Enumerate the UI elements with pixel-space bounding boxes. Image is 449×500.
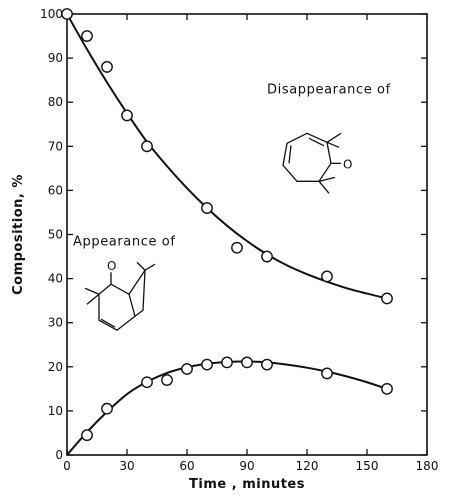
methyl-bonds (136, 261, 156, 271)
fit-curve-0 (66, 13, 388, 300)
fit-curve-1 (66, 360, 388, 456)
annotation-appearance: Appearance of (73, 235, 176, 250)
data-points (61, 8, 393, 442)
data-point (221, 356, 233, 369)
data-point (241, 356, 253, 369)
data-point (101, 61, 113, 73)
tick-labels: 0 30 60 90 120 150 180 0 10 20 30 40 50 60 70 80 90 100 (40, 7, 438, 473)
y-tick-label: 20 (48, 360, 63, 374)
data-point (101, 402, 113, 415)
data-point (201, 358, 213, 371)
x-tick-label: 90 (239, 459, 254, 473)
y-tick-label: 0 (55, 448, 63, 462)
y-axis-label: Composition, % (11, 174, 26, 295)
y-tick-label: 70 (48, 139, 63, 153)
oxygen-label: O (107, 259, 116, 273)
y-tick-label: 100 (40, 7, 63, 21)
annotation-disappearance: Disappearance of (267, 82, 391, 97)
y-tick-label: 10 (48, 404, 63, 418)
x-tick-label: 30 (119, 459, 134, 473)
data-point (161, 374, 173, 386)
axis-ticks (66, 13, 428, 456)
data-point (381, 292, 393, 305)
ring (282, 132, 332, 182)
data-point (201, 202, 213, 214)
ring (98, 283, 136, 331)
data-point (141, 376, 153, 389)
data-point (141, 140, 153, 153)
data-point (61, 8, 73, 20)
y-tick-label: 40 (48, 272, 63, 286)
structure-icon: O (84, 259, 156, 331)
methyl-bonds (318, 176, 336, 194)
data-point (261, 358, 273, 371)
x-tick-label: 180 (416, 459, 439, 473)
x-tick-label: 60 (179, 459, 194, 473)
structure-icon: O (282, 132, 352, 194)
methyl-bonds (84, 287, 100, 305)
data-point (81, 429, 93, 442)
bridge (128, 269, 146, 317)
y-tick-label: 90 (48, 51, 63, 65)
double-bond (100, 318, 116, 328)
data-point (381, 382, 393, 395)
x-tick-label: 120 (296, 459, 319, 473)
data-point (261, 250, 273, 263)
double-bond (288, 145, 292, 164)
data-point (321, 367, 333, 380)
molecular-structures: OO (84, 132, 352, 331)
y-tick-label: 60 (48, 183, 63, 197)
y-tick-label: 30 (48, 316, 63, 330)
data-point (81, 30, 93, 42)
y-tick-label: 50 (48, 228, 63, 242)
double-bond (308, 137, 325, 147)
x-tick-label: 0 (63, 459, 71, 473)
methyl-bonds (326, 132, 342, 148)
data-point (321, 270, 333, 283)
y-tick-label: 80 (48, 95, 63, 109)
data-point (231, 241, 243, 254)
data-point (181, 363, 193, 375)
data-point (121, 109, 133, 122)
x-tick-label: 150 (356, 459, 379, 473)
x-axis-label: Time , minutes (189, 477, 305, 492)
oxygen-label: O (343, 157, 352, 171)
